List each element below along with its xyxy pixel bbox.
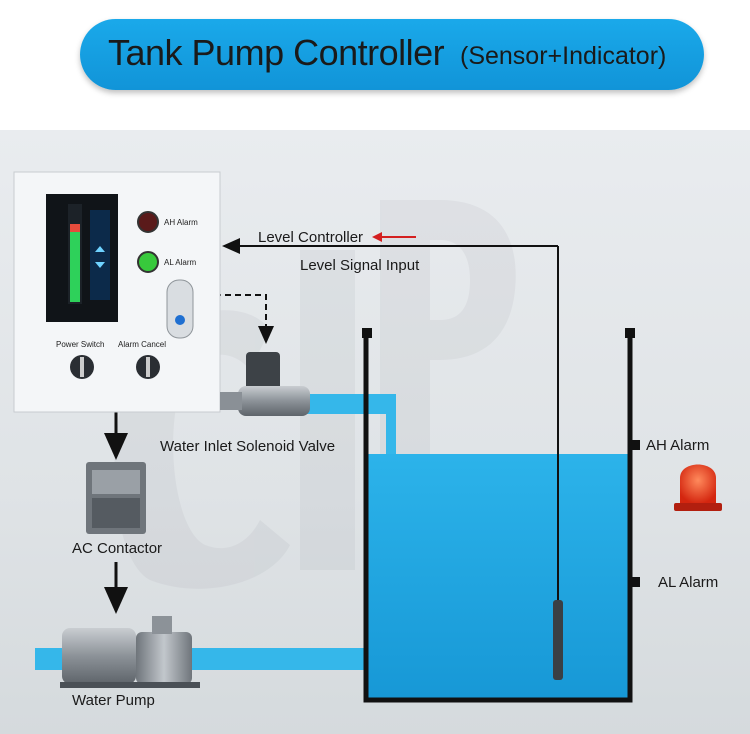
- panel-al-alarm-label: AL Alarm: [164, 258, 197, 267]
- level-controller-label: Level Controller: [258, 229, 364, 246]
- ac-contactor-device: [86, 462, 146, 534]
- ah-level-marker: [630, 440, 640, 450]
- water-pump-label: Water Pump: [72, 692, 155, 709]
- al-level-marker: [630, 577, 640, 587]
- inlet-drop: [386, 394, 396, 454]
- tank-outline: [363, 330, 633, 703]
- solenoid-valve: [220, 352, 310, 416]
- tank-ah-alarm-label: AH Alarm: [646, 437, 710, 454]
- tank-al-alarm-label: AL Alarm: [658, 574, 719, 591]
- tank-water: [366, 454, 628, 698]
- title-banner: [80, 19, 704, 90]
- panel-alarm-cancel-label: Alarm Cancel: [118, 340, 167, 349]
- valve-control-wire: [215, 294, 274, 344]
- inlet-pipe: [298, 394, 396, 414]
- page-title: Tank Pump Controller: [108, 32, 445, 73]
- alarm-beacon-icon: [674, 464, 722, 511]
- ac-contactor-label: AC Contactor: [72, 540, 163, 557]
- panel-power-switch-label: Power Switch: [56, 340, 105, 349]
- al-alarm-lamp: [137, 251, 159, 273]
- panel-ah-alarm-label: AH Alarm: [164, 218, 198, 227]
- water-inlet-valve-label: Water Inlet Solenoid Valve: [160, 438, 336, 455]
- ah-alarm-lamp: [137, 211, 159, 233]
- level-controller-panel: [13, 171, 221, 413]
- water-pump-device: [60, 616, 200, 688]
- page-subtitle: (Sensor+Indicator): [460, 42, 667, 70]
- level-sensor-probe: [553, 600, 563, 680]
- level-signal-input-label: Level Signal Input: [300, 257, 420, 274]
